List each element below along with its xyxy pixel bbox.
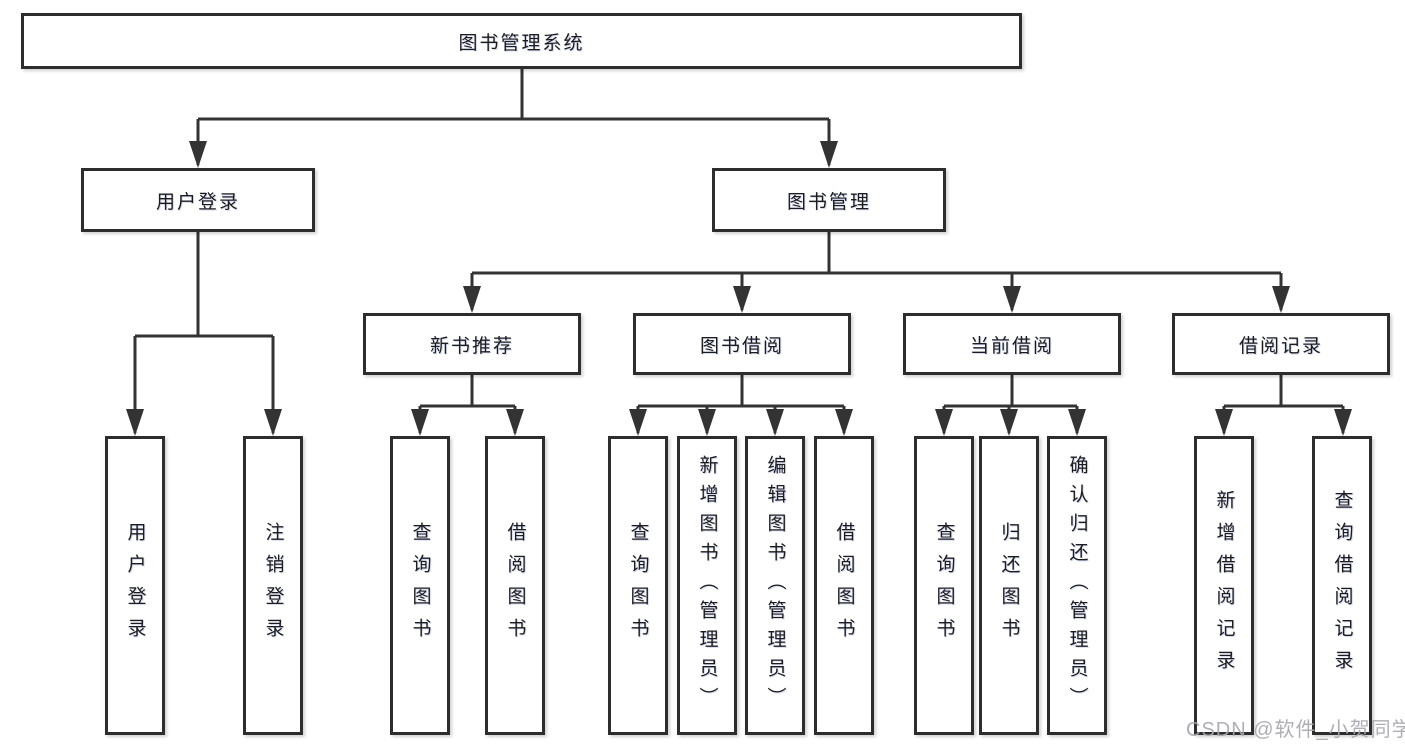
csdn-watermark: CSDN @软件_小贺同学 <box>1186 719 1405 741</box>
node-label: 新增借阅记录 <box>1213 489 1235 682</box>
node-label: 新书推荐 <box>429 335 514 357</box>
node-label: 确认归还（管理员） <box>1066 455 1088 716</box>
leaf-logout: 注销登录 <box>243 436 303 735</box>
node-label: 用户登录 <box>155 191 240 213</box>
node-label: 借阅记录 <box>1238 335 1323 357</box>
leaf-query-borrow-record: 查询借阅记录 <box>1312 436 1372 735</box>
node-label: 查询图书 <box>409 521 431 650</box>
node-label: 图书管理系统 <box>458 32 585 54</box>
node-current-borrow: 当前借阅 <box>903 313 1121 375</box>
node-library-management-system: 图书管理系统 <box>21 13 1022 69</box>
node-borrow-records: 借阅记录 <box>1172 313 1390 375</box>
node-label: 图书管理 <box>786 191 871 213</box>
node-new-book-recommend: 新书推荐 <box>363 313 581 375</box>
leaf-add-book-admin: 新增图书（管理员） <box>677 436 737 735</box>
leaf-edit-book-admin: 编辑图书（管理员） <box>745 436 805 735</box>
node-label: 查询借阅记录 <box>1331 489 1353 682</box>
node-label: 图书借阅 <box>699 335 784 357</box>
node-label: 注销登录 <box>262 521 284 650</box>
node-book-borrow: 图书借阅 <box>633 313 851 375</box>
leaf-return-book: 归还图书 <box>979 436 1039 735</box>
node-book-management: 图书管理 <box>712 168 946 232</box>
node-label: 编辑图书（管理员） <box>764 455 786 716</box>
node-user-login: 用户登录 <box>81 168 315 232</box>
node-label: 归还图书 <box>998 521 1020 650</box>
node-label: 用户登录 <box>124 521 146 650</box>
leaf-borrow-book: 借阅图书 <box>814 436 874 735</box>
leaf-user-login: 用户登录 <box>105 436 165 735</box>
node-label: 新增图书（管理员） <box>696 455 718 716</box>
leaf-query-book-borrow: 查询图书 <box>608 436 668 735</box>
leaf-query-book-current: 查询图书 <box>914 436 974 735</box>
node-label: 当前借阅 <box>969 335 1054 357</box>
node-label: 借阅图书 <box>833 521 855 650</box>
leaf-query-book-recommend: 查询图书 <box>390 436 450 735</box>
leaf-confirm-return-admin: 确认归还（管理员） <box>1047 436 1107 735</box>
leaf-borrow-book-recommend: 借阅图书 <box>485 436 545 735</box>
leaf-add-borrow-record: 新增借阅记录 <box>1194 436 1254 735</box>
node-label: 借阅图书 <box>504 521 526 650</box>
node-label: 查询图书 <box>933 521 955 650</box>
node-label: 查询图书 <box>627 521 649 650</box>
